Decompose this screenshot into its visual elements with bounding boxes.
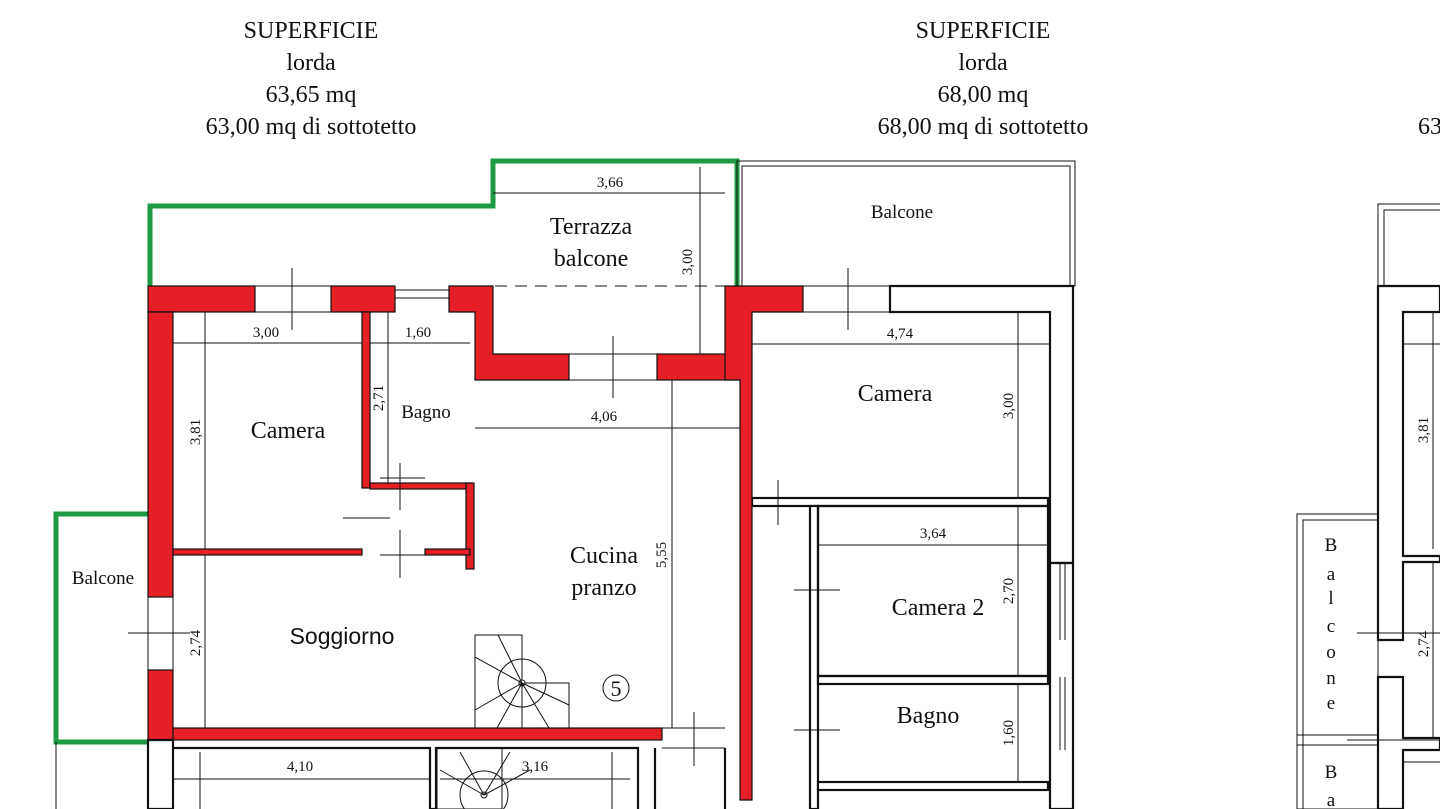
terrace-outline <box>147 158 740 286</box>
room-label-bagno-right: Bagno <box>897 703 960 729</box>
dim-label: 1,60 <box>405 325 431 341</box>
far-right-walls-lower <box>1376 675 1440 809</box>
room-label-bagno: Bagno <box>401 402 451 423</box>
dimension-lines <box>173 167 1440 809</box>
letter: a <box>1327 564 1336 585</box>
balcony-inner <box>1302 519 1379 809</box>
attic-area: 68,00 mq di sottotetto <box>877 114 1089 140</box>
room-label-pranzo: pranzo <box>571 575 636 601</box>
lower-walls <box>146 738 727 809</box>
area-value: 68,00 mq <box>937 82 1029 108</box>
unit-right-area-header: 63 <box>1418 111 1440 143</box>
wall <box>816 674 1050 686</box>
room-label-terrazza: Terrazza <box>550 214 633 240</box>
unit-number: 5 <box>611 676 622 701</box>
dim-label: 2,71 <box>371 385 387 411</box>
right-unit-walls <box>888 284 1075 565</box>
dim-label: 4,06 <box>591 409 618 425</box>
dim-label: 3,81 <box>188 419 204 445</box>
wall <box>750 496 1050 508</box>
dim-label: 4,74 <box>887 326 914 342</box>
room-label-camera-right: Camera <box>858 381 933 407</box>
left-balcony-outline <box>53 511 148 745</box>
letter: l <box>1328 588 1333 609</box>
balcony-inner <box>741 165 1071 287</box>
attic-area-partial: 63 <box>1418 114 1440 140</box>
letter: e <box>1327 693 1335 714</box>
unit-center-area-header: SUPERFICIE lorda 68,00 mq 68,00 mq di so… <box>783 15 1183 143</box>
right-wall-lower <box>1048 561 1075 809</box>
dim-label: 4,10 <box>287 759 313 775</box>
dim-label: 3,00 <box>253 325 279 341</box>
heading: SUPERFICIE <box>915 18 1051 44</box>
subheading: lorda <box>286 50 336 76</box>
balcony-top-right <box>736 160 1076 287</box>
dim-label: 2,70 <box>1001 578 1017 604</box>
letter: B <box>1325 535 1338 556</box>
room-label-balcone-vertical: B a l c o n e B a <box>1325 535 1338 809</box>
wall <box>808 504 820 809</box>
letter: o <box>1326 642 1336 663</box>
letter: n <box>1326 668 1336 689</box>
room-label-cucina: Cucina <box>570 543 638 569</box>
room-label-balcone-top: Balcone <box>871 202 933 223</box>
dim-label: 3,64 <box>920 526 947 542</box>
dim-label: 3,66 <box>597 175 624 191</box>
room-camera2 <box>816 504 1050 678</box>
unit-marker <box>602 674 630 702</box>
dim-label: 3,00 <box>680 249 696 275</box>
dim-label: 3,81 <box>1416 417 1432 443</box>
spiral-stair <box>436 634 570 809</box>
letter: c <box>1327 616 1335 637</box>
balcony-vertical <box>1296 513 1379 809</box>
room-label-camera: Camera <box>251 418 326 444</box>
balcony-inner <box>1383 209 1440 287</box>
balcony-far-right <box>1377 203 1440 287</box>
attic-area: 63,00 mq di sottotetto <box>205 114 417 140</box>
dim-label: 2,74 <box>188 629 204 656</box>
dim-label: 3,00 <box>1001 393 1017 419</box>
dim-label: 1,60 <box>1001 720 1017 746</box>
windows <box>128 268 1440 766</box>
room-label-camera2: Camera 2 <box>892 595 985 621</box>
area-value: 63,65 mq <box>265 82 357 108</box>
unit-left-area-header: SUPERFICIE lorda 63,65 mq 63,00 mq di so… <box>111 15 511 143</box>
dim-label: 2,74 <box>1416 630 1432 657</box>
heading: SUPERFICIE <box>243 18 379 44</box>
room-label-balcone-left: Balcone <box>72 568 134 589</box>
room-label-balcone: balcone <box>554 246 629 272</box>
far-right-walls <box>1376 284 1440 642</box>
dim-label: 5,55 <box>654 542 670 568</box>
letter: a <box>1327 790 1336 809</box>
subheading: lorda <box>958 50 1008 76</box>
dim-label: 3,16 <box>522 759 549 775</box>
letter: B <box>1325 762 1338 783</box>
bearing-walls <box>147 285 804 801</box>
room-label-soggiorno: Soggiorno <box>290 623 395 649</box>
wall <box>816 780 1050 792</box>
